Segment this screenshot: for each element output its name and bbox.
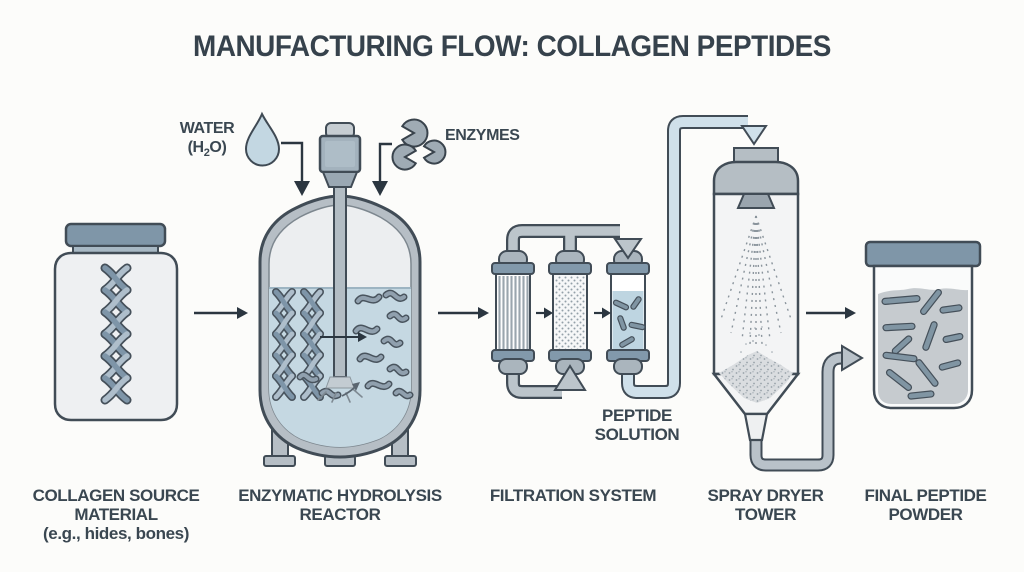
enzymes-input-label: ENZYMES <box>445 126 545 145</box>
dryer-outlet-pipe <box>749 351 844 472</box>
jar-lid <box>64 222 167 248</box>
label-line: SOLUTION <box>594 425 680 444</box>
reactor-peptide-squiggles <box>296 289 414 400</box>
reactor-collagen-braids <box>272 288 324 401</box>
label-line: MATERIAL <box>74 505 158 524</box>
motor <box>318 122 362 188</box>
enzymes-arrow <box>372 181 388 196</box>
agitator-shaft <box>333 186 347 378</box>
label-line: REACTOR <box>299 505 381 524</box>
water-droplet-icon <box>244 111 281 167</box>
final-powder-jar <box>864 240 982 410</box>
filter-column-2 <box>548 250 592 375</box>
solution-rods <box>612 296 646 348</box>
peptide-pipe-arrowhead <box>740 125 768 146</box>
spray-dryer-tower <box>711 147 801 442</box>
label-line: SPRAY DRYER <box>707 486 824 505</box>
top-pipe-arrowhead <box>613 238 643 260</box>
collagen-source-jar <box>53 222 179 422</box>
water-arrow <box>294 181 310 196</box>
filter-column-1 <box>491 250 535 375</box>
stage-label-collagen-source: COLLAGEN SOURCE MATERIAL (e.g., hides, b… <box>28 486 204 543</box>
peptide-solution-pipe <box>621 115 748 399</box>
stage-label-reactor: ENZYMATIC HYDROLYSIS REACTOR <box>235 486 445 524</box>
water-input <box>244 111 310 196</box>
label-line: ENZYMATIC HYDROLYSIS <box>238 486 442 505</box>
impeller <box>317 376 363 403</box>
membrane-dots <box>555 276 585 350</box>
water-input-label: WATER (H2O) <box>166 119 248 163</box>
label-line: COLLAGEN SOURCE <box>32 486 200 505</box>
page-title: MANUFACTURING FLOW: COLLAGEN PEPTIDES <box>193 30 831 63</box>
dryer-body <box>712 192 800 376</box>
stage-label-filtration: FILTRATION SYSTEM <box>478 486 668 505</box>
bottom-pipe-arrowhead <box>553 364 587 391</box>
enzymes-label-line: ENZYMES <box>445 127 520 144</box>
inter-column-arrows <box>536 307 611 319</box>
conversion-arrow <box>320 332 367 342</box>
label-line: PEPTIDE <box>602 406 672 425</box>
tube-filter-stripes <box>498 276 529 350</box>
enzymes-input <box>372 118 447 196</box>
filtration-bottom-pipe <box>506 362 562 399</box>
jar-body <box>53 251 179 422</box>
hydrolysis-reactor <box>258 122 422 467</box>
label-line: FILTRATION SYSTEM <box>489 486 657 505</box>
peptide-rods <box>881 288 964 400</box>
spray-fan <box>719 215 793 346</box>
powder-pile <box>719 326 793 403</box>
dryer-cap <box>712 160 800 196</box>
jar-lid <box>864 240 982 268</box>
flow-arrow-3 <box>806 307 856 319</box>
flow-arrow-2 <box>438 307 489 319</box>
outlet-pipe-arrowhead <box>841 344 864 372</box>
label-line: POWDER <box>888 505 963 524</box>
stage-label-final-powder: FINAL PEPTIDE POWDER <box>848 486 1003 524</box>
spray-nozzle <box>736 193 776 209</box>
label-line: FINAL PEPTIDE <box>864 486 987 505</box>
flow-arrow-1 <box>194 307 248 319</box>
stage-label-spray-dryer: SPRAY DRYER TOWER <box>688 486 843 524</box>
label-line: (e.g., hides, bones) <box>43 524 189 543</box>
label-line: TOWER <box>735 505 796 524</box>
filter-column-3-peptide-solution <box>606 250 650 375</box>
peptide-solution-label: PEPTIDE SOLUTION <box>572 406 702 444</box>
water-label-line1: WATER <box>179 120 235 137</box>
water-label-formula: (H2O) <box>187 139 227 160</box>
dryer-spout <box>743 412 769 442</box>
enzyme-pacman-icon <box>391 118 447 171</box>
collagen-triple-helix-icon <box>100 263 132 405</box>
